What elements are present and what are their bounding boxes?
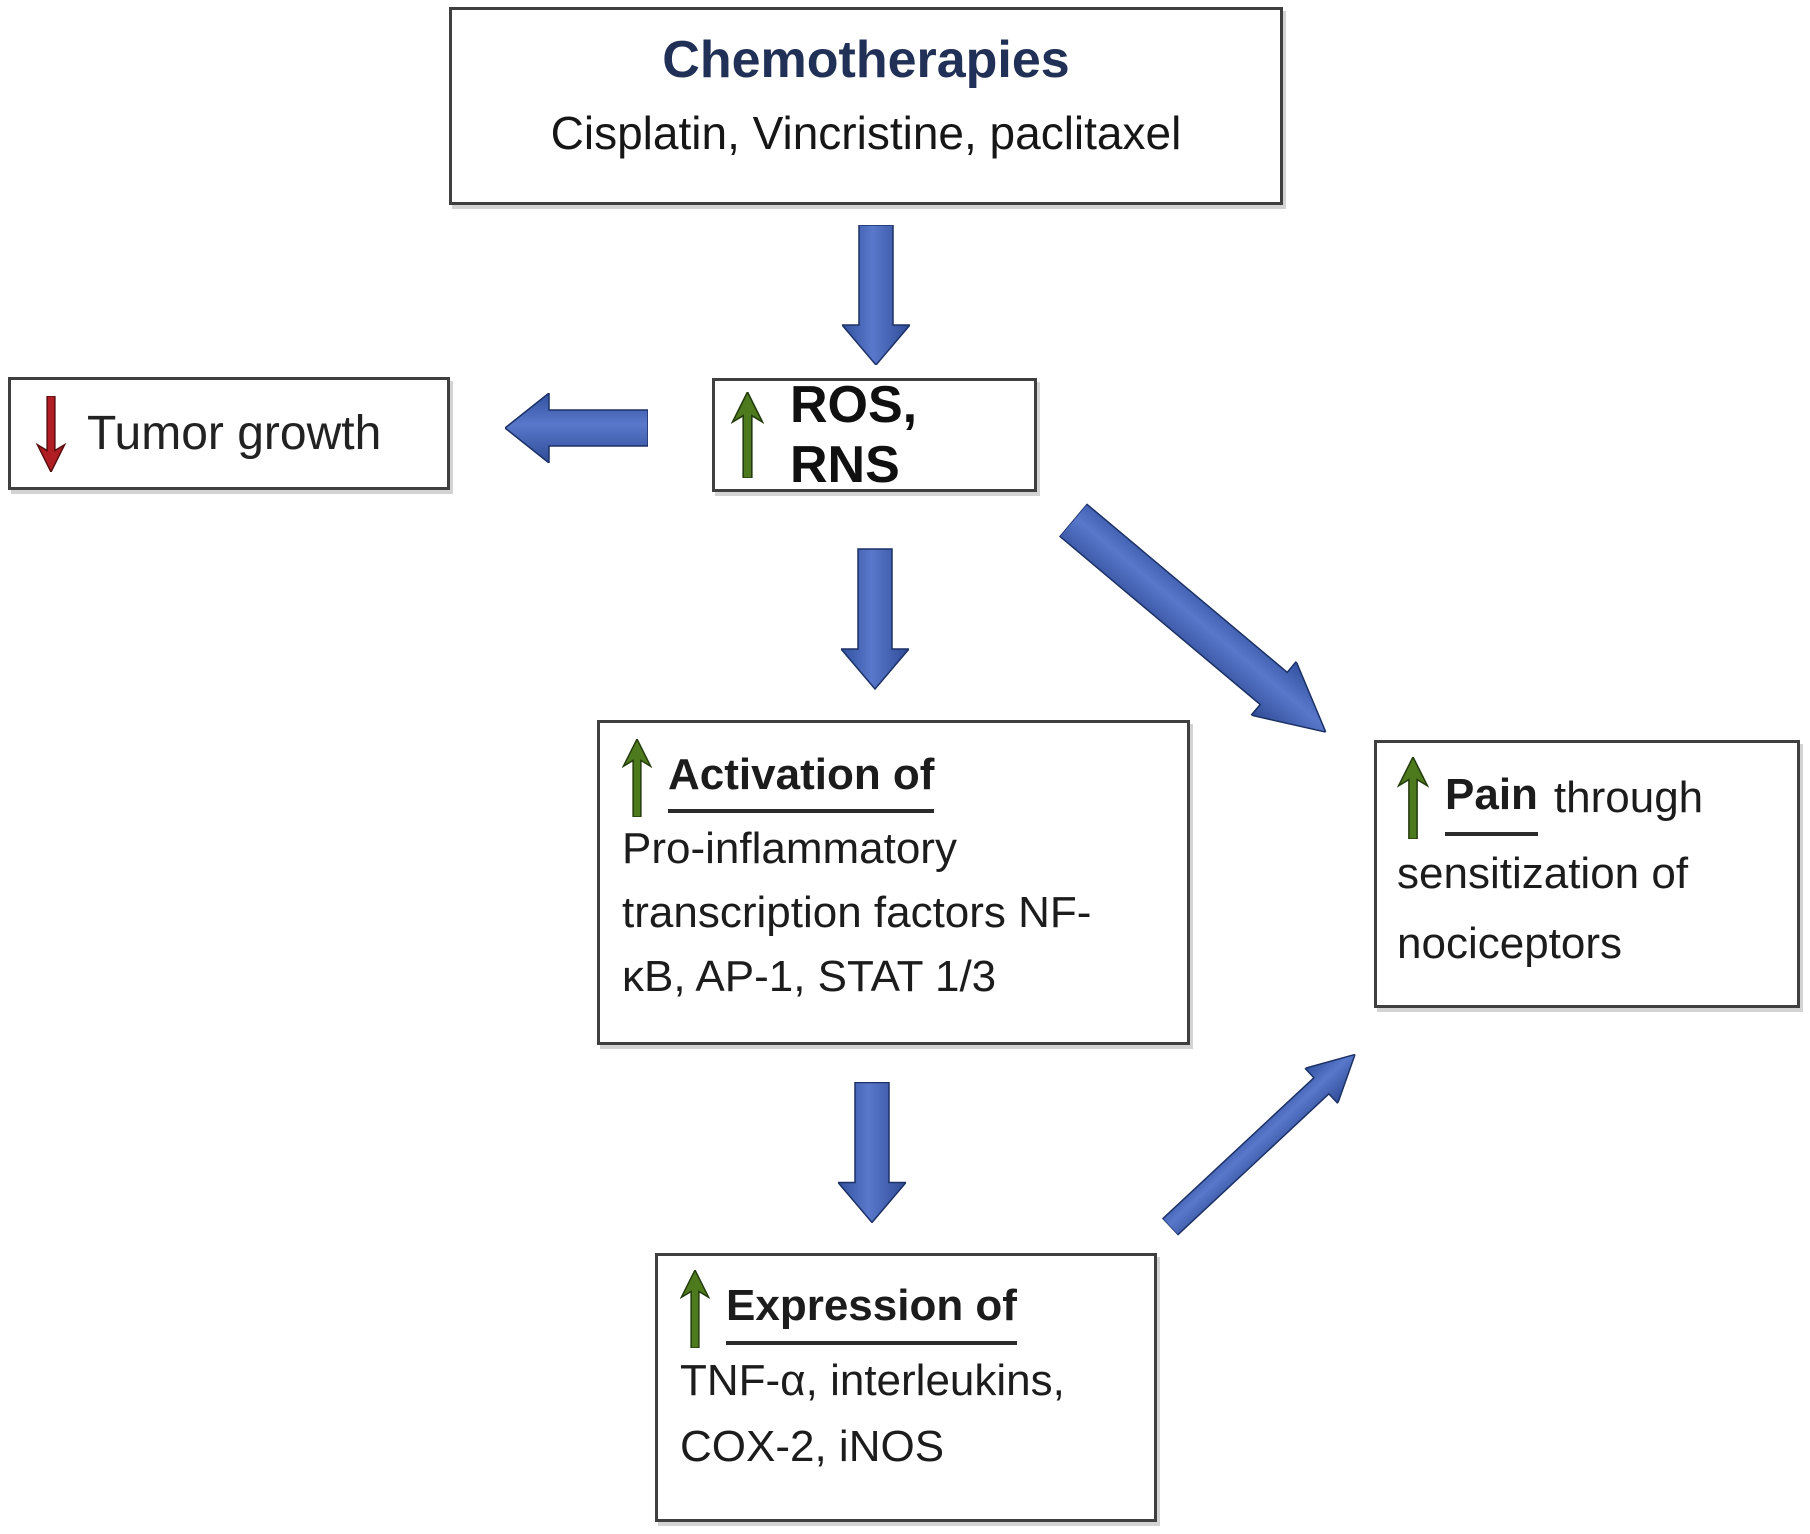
down-block-arrow-icon — [840, 224, 912, 367]
expression-line-2: COX-2, iNOS — [680, 1422, 945, 1471]
expression-heading: Expression of — [726, 1273, 1017, 1345]
expression-box: Expression of TNF-α, interleukins, COX-2… — [655, 1253, 1157, 1522]
down-block-arrow-icon — [839, 548, 911, 691]
left-block-arrow-icon — [503, 391, 649, 465]
pain-heading: Pain — [1445, 760, 1538, 836]
green-increase-arrow-icon — [1397, 757, 1429, 839]
pain-line-1: sensitization of — [1397, 849, 1689, 898]
chemotherapies-title: Chemotherapies — [662, 31, 1070, 89]
arrow-ros-to-tumor — [503, 391, 649, 465]
ros-rns-box: ROS, RNS — [712, 376, 1037, 494]
activation-line-2: transcription factors NF- — [622, 888, 1092, 937]
chemotherapies-drug-list: Cisplatin, Vincristine, paclitaxel — [550, 107, 1182, 159]
diagonal-block-arrow-icon — [1058, 502, 1328, 734]
expression-line-1: TNF-α, interleukins, — [680, 1356, 1065, 1405]
arrow-activation-to-expression — [836, 1081, 908, 1224]
down-block-arrow-icon — [836, 1081, 908, 1224]
arrow-chemo-to-ros — [840, 224, 912, 367]
tumor-growth-box: Tumor growth — [8, 377, 450, 490]
red-decrease-arrow-icon — [35, 395, 67, 472]
tumor-growth-label: Tumor growth — [87, 407, 382, 460]
arrow-ros-to-activation — [839, 548, 911, 691]
activation-line-3: κB, AP-1, STAT 1/3 — [622, 952, 997, 1001]
pain-line-2: nociceptors — [1397, 919, 1623, 968]
diagonal-block-arrow-icon — [1161, 1053, 1357, 1237]
green-increase-arrow-icon — [680, 1270, 710, 1348]
pain-heading-suffix: through — [1553, 773, 1704, 822]
green-increase-arrow-icon — [731, 392, 764, 478]
activation-line-1: Pro-inflammatory — [622, 824, 957, 873]
activation-heading: Activation of — [668, 743, 935, 813]
green-increase-arrow-icon — [622, 739, 652, 817]
ros-rns-label: ROS, RNS — [790, 376, 918, 494]
arrow-expression-to-pain — [1154, 1037, 1372, 1245]
arrow-ros-to-pain — [1051, 493, 1349, 759]
pain-box: Pain through sensitization of nociceptor… — [1374, 740, 1800, 1008]
activation-box: Activation of Pro-inflammatory transcrip… — [597, 720, 1190, 1045]
chemotherapies-box: Chemotherapies Cisplatin, Vincristine, p… — [449, 7, 1283, 205]
